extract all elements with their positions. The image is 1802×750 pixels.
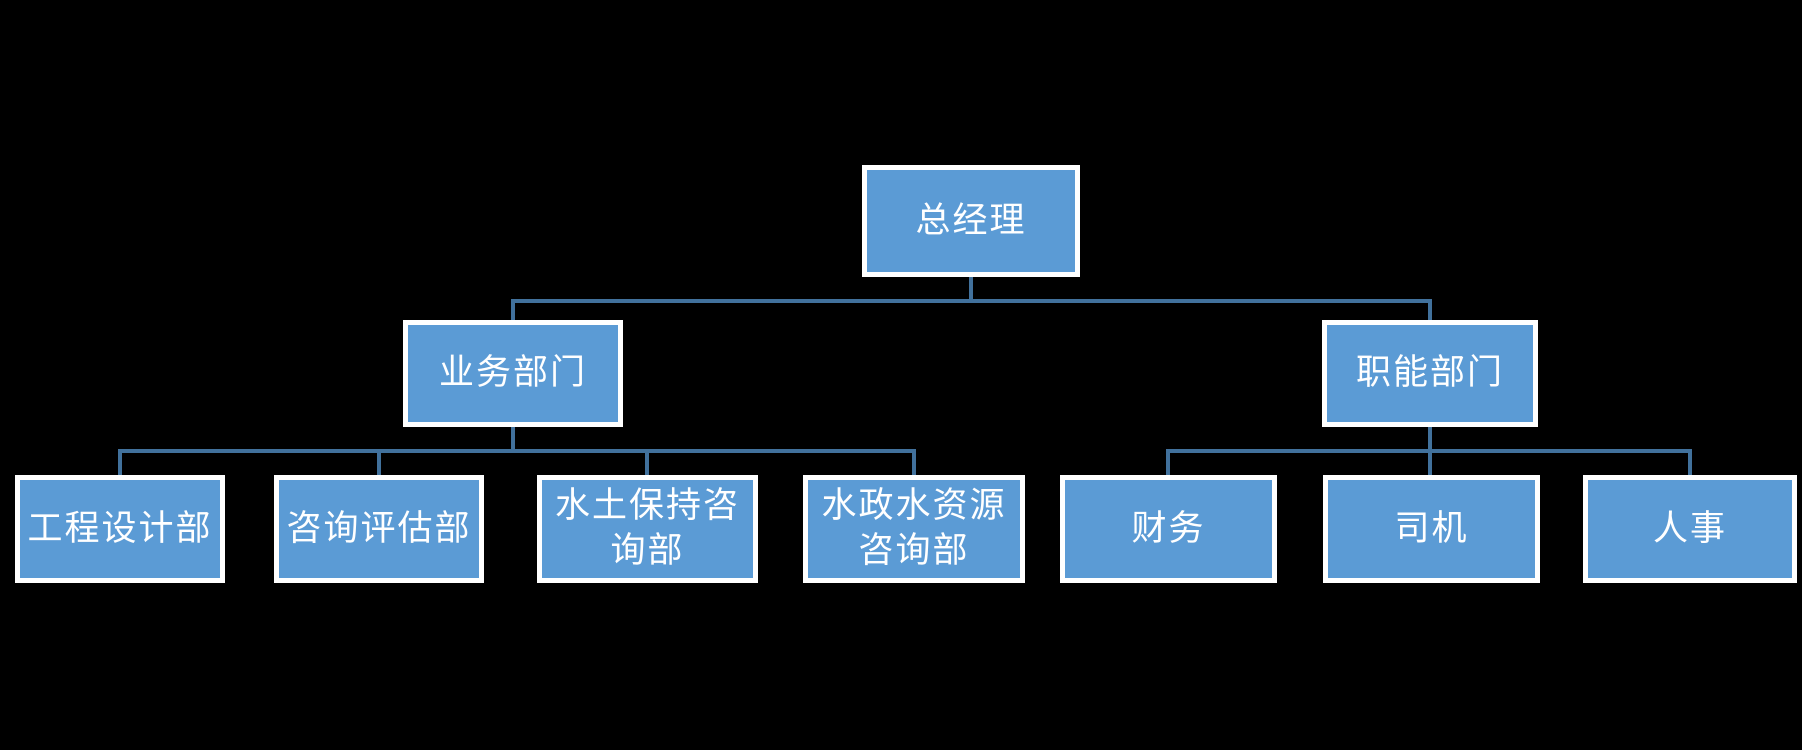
node-general-manager: 总经理 <box>862 165 1080 277</box>
connector-consulting-drop <box>377 451 381 477</box>
node-business-department: 业务部门 <box>403 320 623 427</box>
connector-business-trunk <box>511 425 515 453</box>
node-functional-department: 职能部门 <box>1322 320 1538 427</box>
connector-soil-water-drop <box>645 451 649 477</box>
connector-gm-trunk <box>969 275 973 303</box>
connector-functional-trunk <box>1428 425 1432 453</box>
connector-level1-horizontal <box>511 299 1432 303</box>
connector-finance-drop <box>1166 451 1170 477</box>
node-consulting-evaluation-dept: 咨询评估部 <box>274 475 484 583</box>
connector-driver-drop <box>1428 451 1432 477</box>
node-personnel: 人事 <box>1583 475 1797 583</box>
node-water-admin-resources-dept: 水政水资源 咨询部 <box>803 475 1025 583</box>
connector-water-admin-drop <box>912 451 916 477</box>
connector-business-drop <box>511 301 515 322</box>
connector-hr-drop <box>1688 451 1692 477</box>
node-driver: 司机 <box>1323 475 1540 583</box>
node-soil-water-conservation-dept: 水土保持咨 询部 <box>537 475 758 583</box>
node-finance: 财务 <box>1060 475 1277 583</box>
connector-engineering-drop <box>118 451 122 477</box>
connector-functional-drop <box>1428 301 1432 322</box>
connector-business-children-horizontal <box>118 449 916 453</box>
node-engineering-design-dept: 工程设计部 <box>15 475 225 583</box>
